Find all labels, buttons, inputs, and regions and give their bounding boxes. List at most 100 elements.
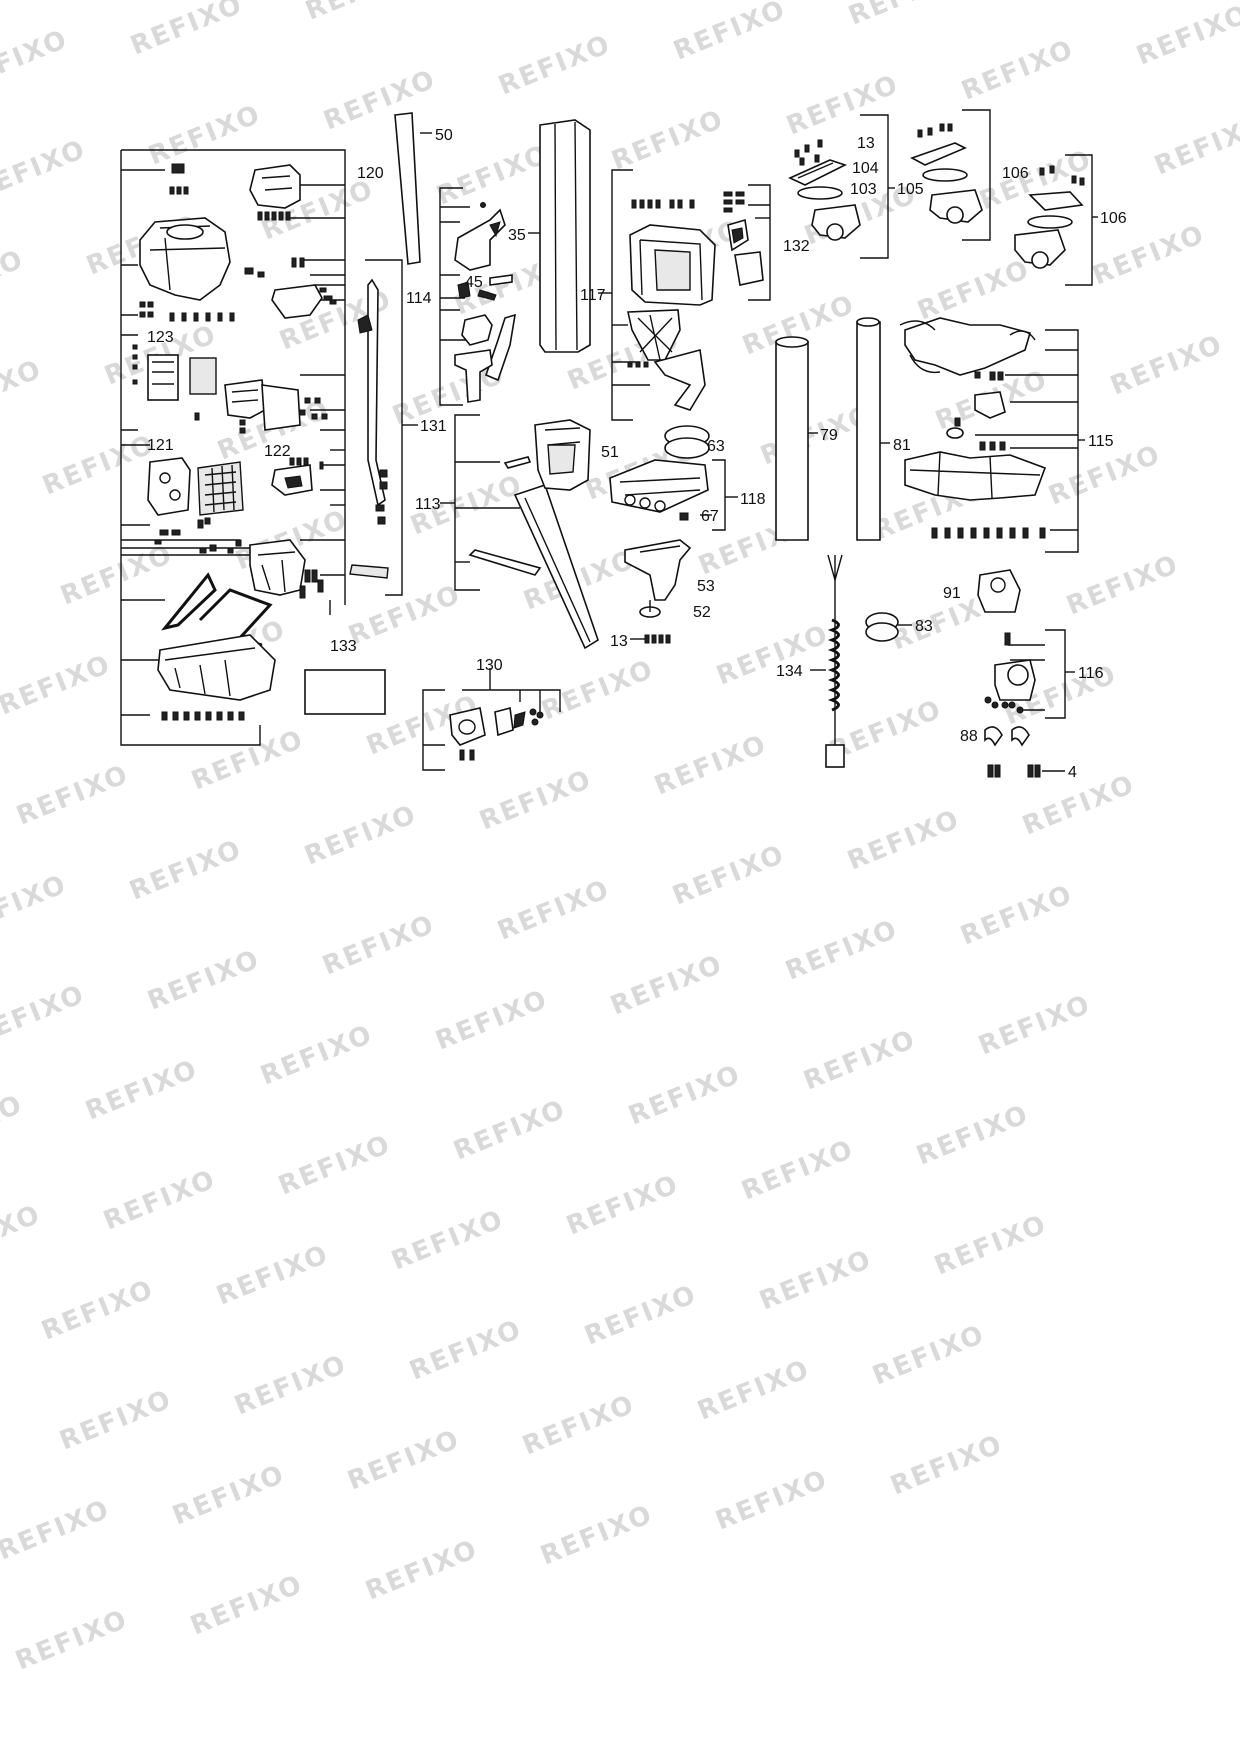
watermark-text: REFIXO [974,989,1095,1061]
label-51: 51 [601,444,619,461]
label-130: 130 [476,657,503,674]
parts-drawings [120,109,1098,778]
watermark-text: REFIXO [318,909,439,981]
watermark-text: REFIXO [187,724,308,796]
watermark-text: REFIXO [782,69,903,141]
watermark-text: REFIXO [126,0,247,61]
label-105: 105 [897,181,924,198]
label-134: 134 [776,663,803,680]
watermark-text: REFIXO [0,134,90,206]
watermark-text: REFIXO [0,24,72,96]
label-13-bottom: 13 [610,633,628,650]
watermark-text: REFIXO [1018,769,1139,841]
watermark-text: REFIXO [1062,549,1183,621]
watermark-text: REFIXO [607,104,728,176]
watermark-text: REFIXO [144,99,265,171]
label-131: 131 [420,418,447,435]
watermark-text: REFIXO [319,64,440,136]
watermark-text: REFIXO [343,1424,464,1496]
watermark-text: REFIXO [844,0,965,31]
watermark-text: REFIXO [0,1089,27,1161]
watermark-text: REFIXO [930,1209,1051,1281]
watermark-text: REFIXO [668,839,789,911]
watermark-text: REFIXO [536,1499,657,1571]
watermark-text: REFIXO [562,1169,683,1241]
watermark-text: REFIXO [1106,329,1227,401]
watermark-text: REFIXO [387,1204,508,1276]
watermark-text: REFIXO [0,574,2,646]
watermark-text: REFIXO [0,649,115,721]
watermark-text: REFIXO [1150,109,1240,181]
watermark-text: REFIXO [212,1239,333,1311]
callout-labels: 50 120 35 13 104 103 105 106 106 45 114 … [147,127,1127,781]
label-103: 103 [850,181,877,198]
watermark-text: REFIXO [494,29,615,101]
watermark-text: REFIXO [449,1094,570,1166]
label-88: 88 [960,728,978,745]
watermark-text: REFIXO [12,759,133,831]
label-121: 121 [147,437,174,454]
watermark-text: REFIXO [0,1419,1,1491]
watermark-text: REFIXO [300,799,421,871]
watermark-text: REFIXO [1132,0,1240,71]
watermark-text: REFIXO [1044,439,1165,511]
label-91: 91 [943,585,961,602]
label-117: 117 [580,287,606,304]
label-133: 133 [330,638,357,655]
watermark-text: REFIXO [693,1354,814,1426]
watermark-text: REFIXO [230,1349,351,1421]
watermark-text: REFIXO [274,1129,395,1201]
watermark-text: REFIXO [0,244,28,316]
watermark-text: REFIXO [624,1059,745,1131]
watermark-text: REFIXO [301,0,422,26]
watermark-text: REFIXO [712,619,833,691]
label-113: 113 [415,496,441,513]
label-63: 63 [707,438,725,455]
watermark-text: REFIXO [0,354,46,426]
watermark-text: REFIXO [143,944,264,1016]
watermark-text: REFIXO [0,869,71,941]
watermark-text: REFIXO [957,34,1078,106]
watermark-text: REFIXO [1088,219,1209,291]
watermark-text: REFIXO [580,1279,701,1351]
watermark-text: REFIXO [493,874,614,946]
label-104: 104 [852,160,879,177]
watermark-text: REFIXO [781,914,902,986]
watermark-text: REFIXO [432,139,553,211]
label-123: 123 [147,329,174,346]
watermark-text: REFIXO [650,729,771,801]
label-115: 115 [1088,433,1114,450]
watermark-text: REFIXO [0,979,89,1051]
watermark-text: REFIXO [956,879,1077,951]
watermark-text: REFIXO [361,1534,482,1606]
watermark-text: REFIXO [518,1389,639,1461]
label-45: 45 [465,274,483,291]
watermark-text: REFIXO [81,1054,202,1126]
label-79: 79 [820,427,838,444]
label-106-left: 106 [1002,165,1029,182]
label-67: 67 [701,508,719,525]
label-53: 53 [697,578,715,595]
watermark-text: REFIXO [431,984,552,1056]
watermark-text: REFIXO [37,1274,158,1346]
watermark-text: REFIXO [606,949,727,1021]
label-114: 114 [406,290,432,307]
label-116: 116 [1078,665,1104,682]
label-132: 132 [783,238,810,255]
label-83: 83 [915,618,933,635]
label-52: 52 [693,604,711,621]
watermark-text: REFIXO [405,1314,526,1386]
label-81: 81 [893,437,911,454]
watermark-text: REFIXO [256,1019,377,1091]
watermark-text: REFIXO [0,1494,114,1566]
watermark-text: REFIXO [99,1164,220,1236]
label-120: 120 [357,165,384,182]
watermark-text: REFIXO [755,1244,876,1316]
label-4: 4 [1068,764,1077,781]
watermark-text: REFIXO [912,1099,1033,1171]
watermark-text: REFIXO [168,1459,289,1531]
watermark-text: REFIXO [344,579,465,651]
watermark-text: REFIXO [886,1429,1007,1501]
watermark-text: REFIXO [11,1604,132,1676]
watermark-text: REFIXO [38,429,159,501]
